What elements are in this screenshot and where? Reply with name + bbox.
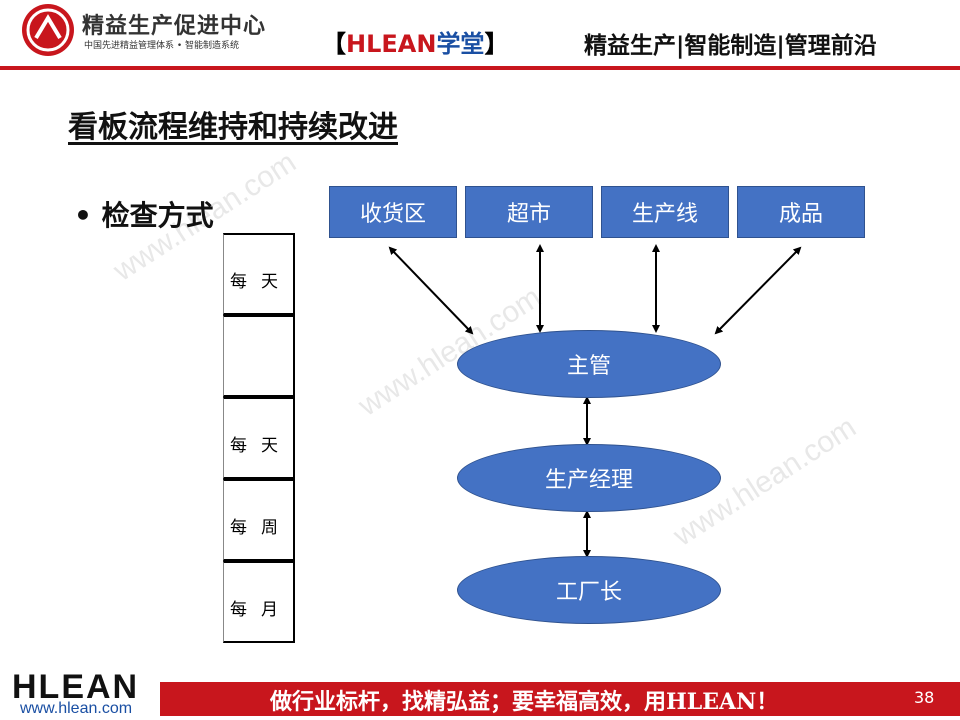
footer-url: www.hlean.com: [20, 700, 133, 717]
frequency-cell: 每天: [223, 233, 295, 315]
frequency-label: 每天: [230, 436, 292, 456]
header-tagline: 精益生产|智能制造|管理前沿: [584, 33, 877, 59]
arrow-receiving-to-supervisor: [388, 246, 474, 335]
frequency-cell: 每月: [223, 561, 295, 643]
footer-logo: HLEAN: [12, 668, 140, 706]
brand-bracket-open: 【: [322, 30, 346, 58]
footer-band: [160, 682, 960, 716]
frequency-label: 每月: [230, 600, 292, 620]
role-production-manager: 生产经理: [457, 444, 721, 512]
org-name: 精益生产促进中心: [82, 14, 267, 39]
arrow-finished-to-supervisor: [714, 246, 802, 335]
brand-bracket-close: 】: [484, 30, 509, 58]
page-number: 38: [914, 688, 935, 707]
frequency-label: 每周: [230, 518, 292, 538]
page-title: 看板流程维持和持续改进: [68, 110, 398, 145]
area-box-finished-goods: 成品: [737, 186, 865, 238]
role-plant-head: 工厂长: [457, 556, 721, 624]
frequency-label: 每天: [230, 272, 292, 292]
bullet-item: • 检查方式: [74, 199, 214, 232]
footer-slogan: 做行业标杆，找精弘益；要幸福高效，用HLEAN！: [270, 689, 779, 715]
org-subtitle: 中国先进精益管理体系 • 智能制造系统: [84, 41, 240, 51]
frequency-cell: 每周: [223, 479, 295, 561]
logo-icon: [22, 4, 74, 56]
brand-name: HLEAN: [346, 30, 437, 58]
area-box-supermarket: 超市: [465, 186, 593, 238]
area-box-receiving: 收货区: [329, 186, 457, 238]
frequency-cell: [223, 315, 295, 397]
header-divider: [0, 66, 960, 70]
brand-suffix: 学堂: [436, 30, 485, 58]
role-supervisor: 主管: [457, 330, 721, 398]
frequency-table: 每天 每天 每周 每月: [223, 233, 295, 643]
brand-title: 【HLEAN学堂】: [322, 24, 508, 59]
area-box-production-line: 生产线: [601, 186, 729, 238]
frequency-cell: 每天: [223, 397, 295, 479]
